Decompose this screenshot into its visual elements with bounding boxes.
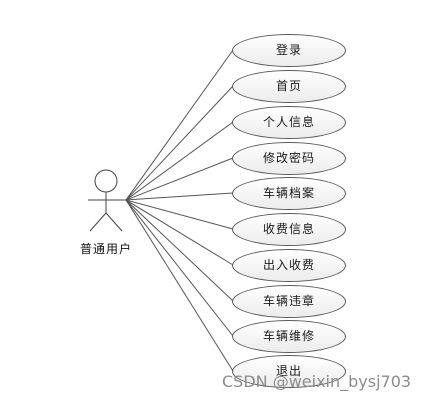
actor-right-leg <box>105 212 123 232</box>
association-line <box>125 199 234 337</box>
use-case-ellipse <box>232 177 346 210</box>
actor-head <box>94 169 118 193</box>
use-case-ellipse <box>232 70 346 103</box>
use-case-logout[interactable]: 退出 <box>232 355 346 388</box>
use-case-fee-info[interactable]: 收费信息 <box>232 213 346 246</box>
association-line <box>125 199 234 230</box>
association-line <box>125 199 234 372</box>
use-case-label: 登录 <box>275 43 302 57</box>
association-line <box>125 121 234 201</box>
use-case-vehicle-repair[interactable]: 车辆维修 <box>232 320 346 353</box>
association-line <box>125 157 234 201</box>
use-case-vehicle-records[interactable]: 车辆档案 <box>232 177 346 210</box>
use-case-label: 出入收费 <box>262 258 315 272</box>
actor-figure <box>88 169 126 232</box>
use-case-label: 收费信息 <box>262 222 315 236</box>
use-case-vehicle-violations[interactable]: 车辆违章 <box>232 285 346 318</box>
use-case-label: 车辆维修 <box>262 329 315 343</box>
use-case-login[interactable]: 登录 <box>232 34 346 67</box>
use-case-change-password[interactable]: 修改密码 <box>232 142 346 175</box>
actor-left-leg <box>89 212 107 232</box>
use-case-ellipse <box>232 106 346 139</box>
use-case-ellipse <box>232 142 346 175</box>
use-case-label: 个人信息 <box>262 115 315 129</box>
association-line <box>125 199 234 302</box>
use-case-home[interactable]: 首页 <box>232 70 346 103</box>
use-case-ellipse <box>232 320 346 353</box>
association-lines <box>125 49 234 372</box>
association-line <box>125 85 234 201</box>
use-case-personal-info[interactable]: 个人信息 <box>232 106 346 139</box>
use-case-label: 车辆档案 <box>262 186 315 200</box>
use-case-label: 退出 <box>275 364 302 378</box>
use-case-entry-exit-fee[interactable]: 出入收费 <box>232 249 346 282</box>
use-case-ellipse <box>232 285 346 318</box>
use-case-ellipse <box>232 249 346 282</box>
use-case-label: 车辆违章 <box>262 294 315 308</box>
watermark: CSDN @weixin_bysj703 <box>222 372 412 391</box>
use-case-label: 修改密码 <box>262 151 315 165</box>
actor-label: 普通用户 <box>79 242 132 256</box>
use-case-ellipse <box>232 355 346 388</box>
association-line <box>125 199 234 266</box>
use-case-label: 首页 <box>275 79 302 93</box>
use-case-ellipse <box>232 34 346 67</box>
association-line <box>125 192 234 201</box>
use-case-ellipse <box>232 213 346 246</box>
association-line <box>125 49 234 201</box>
